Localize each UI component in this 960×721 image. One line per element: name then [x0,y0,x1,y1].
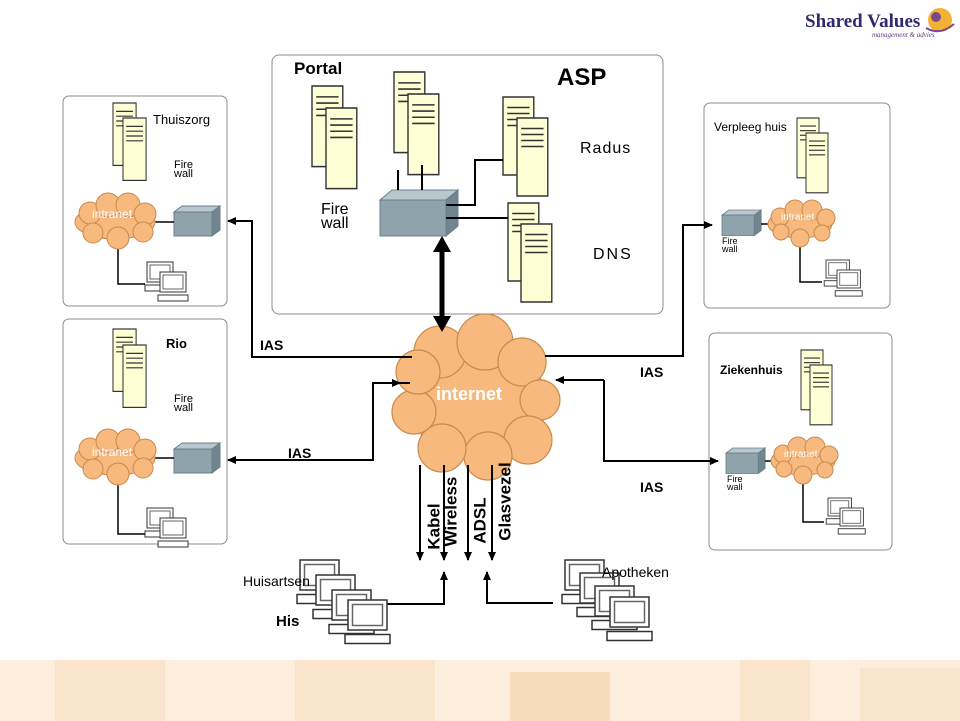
huisartsen-pcs [296,559,391,645]
rio-firewall [173,442,221,474]
connection-arrows [227,217,719,605]
portal-links [397,159,508,219]
ziekenhuis-title: Ziekenhuis [720,363,783,377]
thuiszorg-intranet-label: intranet [92,207,133,221]
rio-firewall-label: Fire wall [174,393,193,415]
ziekenhuis-intranet-label: intranet [784,449,818,460]
logo-name: Shared Values [805,11,921,32]
rio-panel [62,318,228,545]
connection-wireless: Wireless [441,476,461,547]
ias-label-thuiszorg: IAS [260,337,284,353]
portal-firewall-label: Fire wall [321,201,349,232]
huisartsen-title: Huisartsen [243,573,310,589]
portal-firewall-box [378,188,460,238]
rio-intranet-label: intranet [92,445,133,459]
portal-panel [271,54,664,315]
connection-adsl: ADSL [470,497,490,544]
internet-cloud [391,313,561,481]
thuiszorg-firewall [173,205,221,237]
rio-title: Rio [166,336,187,351]
ziekenhuis-firewall [725,447,766,474]
thuiszorg-panel [62,95,228,307]
verpleeghuis-firewall-label: Fire wall [722,236,738,254]
his-label: His [276,613,300,630]
logo-tagline: management & advies [872,31,935,39]
verpleeghuis-title: Verpleeg huis [714,120,787,134]
thuiszorg-intranet-cloud [74,192,157,250]
shared-values-logo-icon [925,8,955,33]
rio-links [117,457,174,535]
connection-kabel: Kabel [424,503,444,550]
ias-label-rio: IAS [288,445,312,461]
footer-band [0,660,960,721]
ias-label-verpleeghuis: IAS [640,364,664,380]
verpleeghuis-firewall [721,209,762,236]
ziekenhuis-firewall-label: Fire wall [727,474,743,492]
thuiszorg-links [117,221,174,285]
verpleeghuis-intranet-cloud [767,199,836,248]
thuiszorg-firewall-label: Fire wall [174,159,193,181]
dns-label: DNS [593,246,633,263]
thuiszorg-title: Thuiszorg [153,112,211,127]
apotheken-title: Apotheken [602,564,669,580]
asp-label: ASP [557,64,607,91]
rio-intranet-cloud [74,428,157,486]
ias-label-ziekenhuis: IAS [640,479,664,495]
ziekenhuis-intranet-cloud [770,436,839,485]
connection-glasvezel: Glasvezel [495,462,515,541]
verpleeghuis-intranet-label: intranet [781,212,815,223]
radius-label: Radus [580,140,632,157]
portal-title: Portal [294,59,343,78]
internet-label: internet [436,384,503,404]
